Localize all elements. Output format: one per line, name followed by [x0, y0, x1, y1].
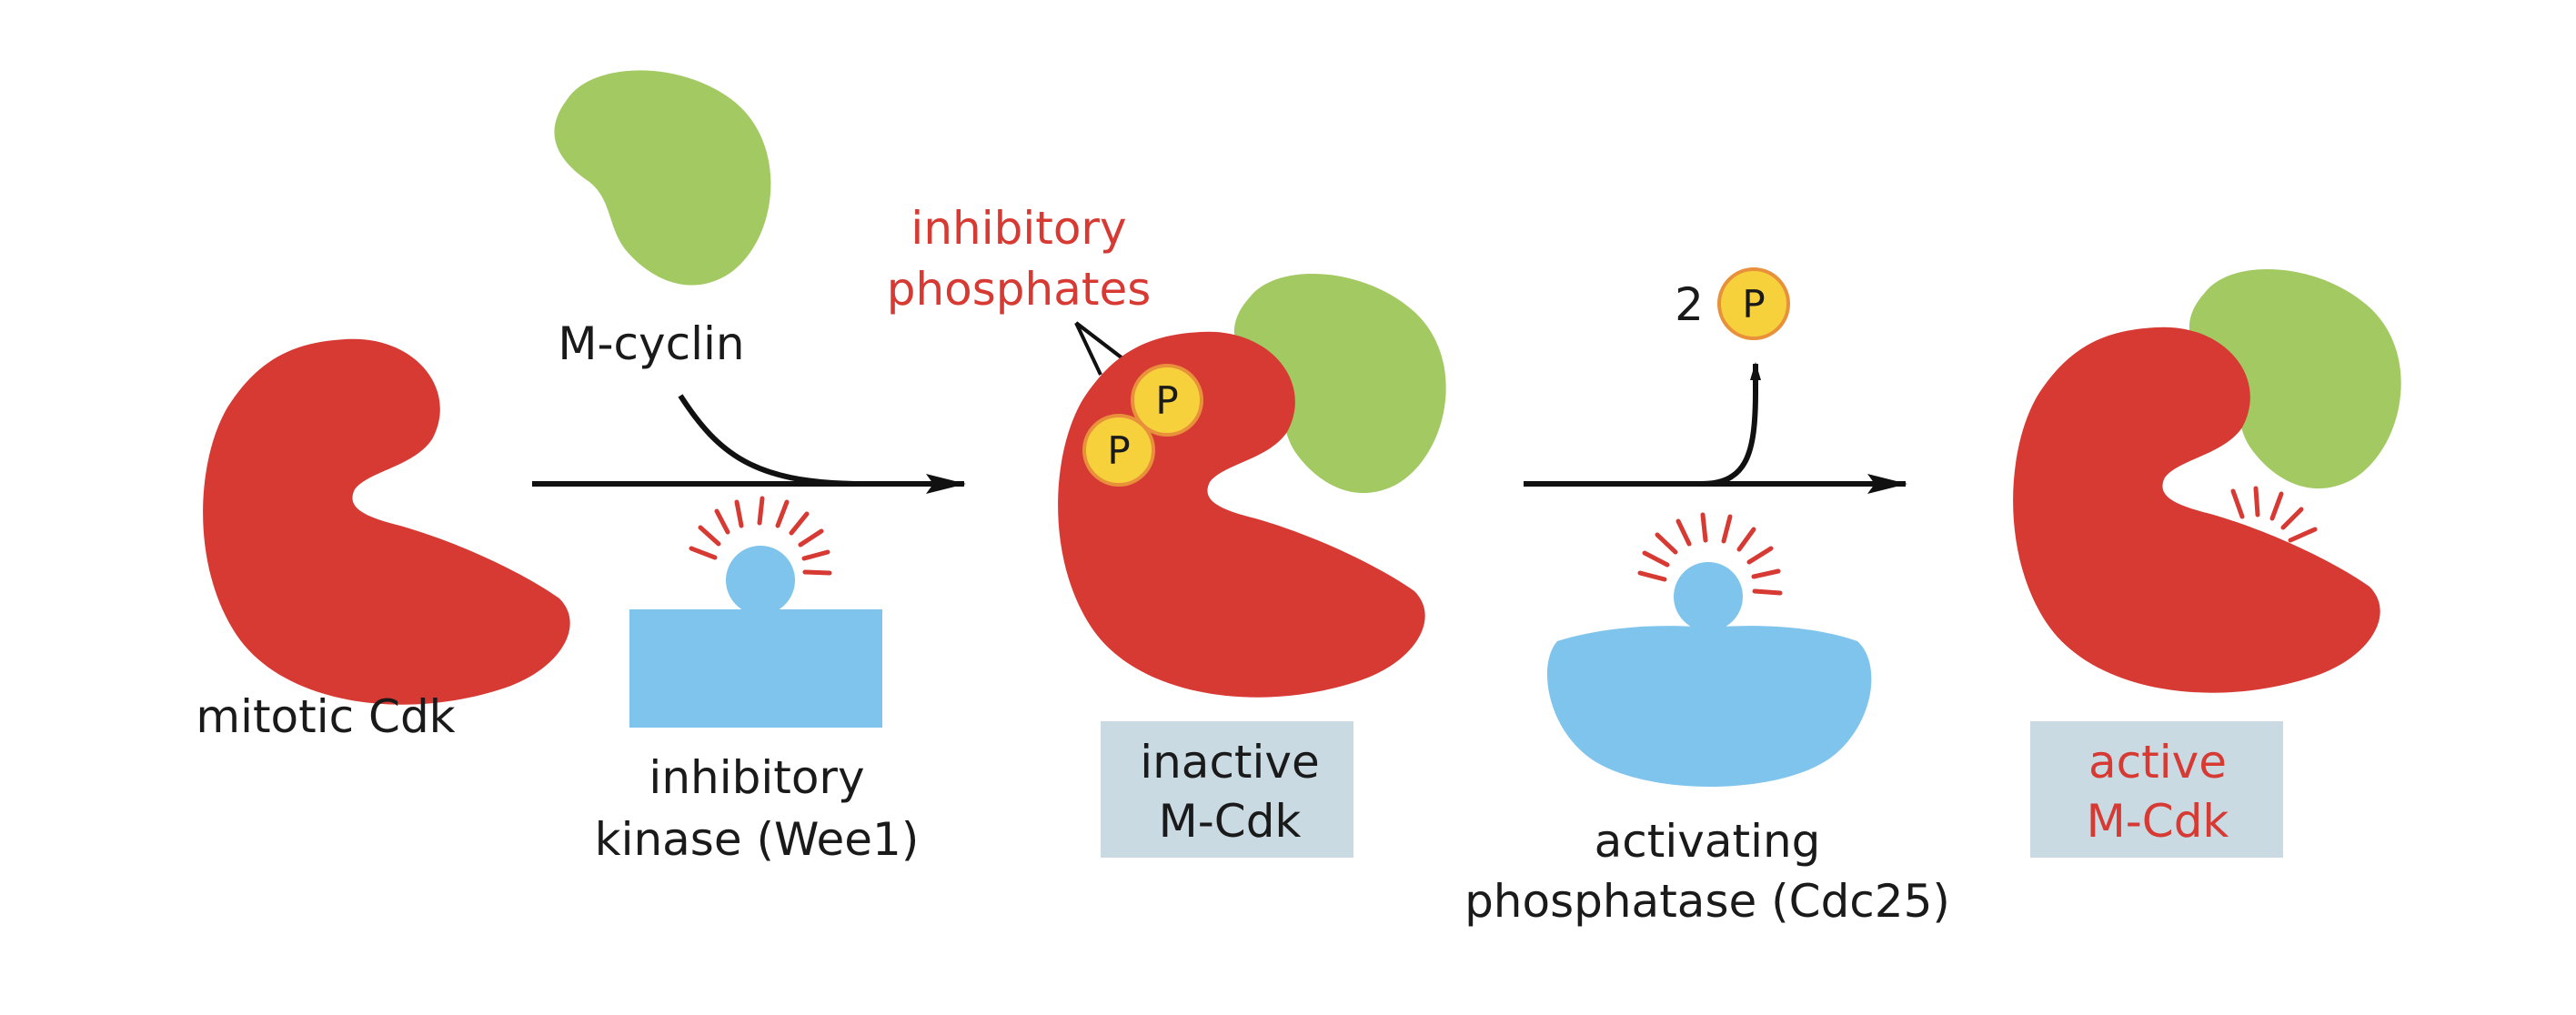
active-label-line1: active [2088, 736, 2227, 789]
active-label-box [2030, 721, 2283, 858]
activity-rays-icon [689, 496, 832, 576]
inhibitory-phosphates-label-line2: phosphates [887, 263, 1152, 316]
activating-phosphatase-cdc25 [1546, 512, 1872, 787]
inactive-label-box [1101, 721, 1353, 858]
released-phosphate-count: 2 [1675, 278, 1704, 331]
arrow-dephosphorylation [1524, 362, 1907, 494]
mitotic-cdk-label: mitotic Cdk [196, 690, 455, 743]
m-cyclin-label: M-cyclin [558, 317, 744, 370]
phosphate-2-symbol: P [1107, 428, 1130, 473]
phosphate-2: P [1082, 414, 1155, 487]
phosphate-1: P [1131, 364, 1203, 437]
phosphate-1-symbol: P [1155, 378, 1178, 423]
released-phosphate: P [1717, 267, 1790, 340]
inhibitory-kinase-wee1 [629, 496, 882, 728]
activity-rays-icon [1637, 512, 1783, 596]
activity-rays-icon [2230, 486, 2318, 543]
inhibitory-phosphates-label-line1: inhibitory [911, 202, 1126, 255]
kinase-label-line2: kinase (Wee1) [595, 813, 920, 866]
inactive-label-line1: inactive [1140, 736, 1320, 789]
active-m-cdk-complex [2013, 262, 2411, 693]
phosphatase-label-line2: phosphatase (Cdc25) [1464, 875, 1950, 928]
inactive-m-cdk-complex: P P [1058, 266, 1456, 698]
m-cyclin [554, 70, 771, 286]
active-label-line2: M-Cdk [2087, 795, 2229, 848]
inactive-label-line2: M-Cdk [1159, 795, 1302, 848]
released-phosphate-symbol: P [1742, 282, 1765, 327]
mitotic-cdk [203, 338, 570, 705]
phosphatase-label-line1: activating [1595, 815, 1821, 868]
kinase-label-line1: inhibitory [649, 751, 864, 804]
arrow-cyclin-binding [532, 394, 966, 494]
